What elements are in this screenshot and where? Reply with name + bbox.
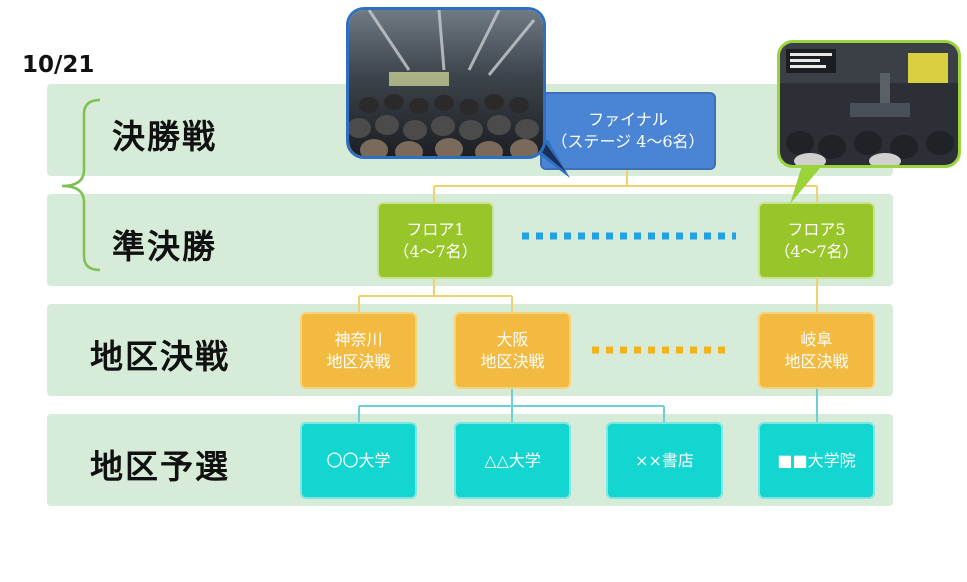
regional-to-prelim-lines <box>358 389 818 422</box>
prelim-box-2: △△大学 <box>454 422 571 499</box>
semi-box-floor1: フロア1 （4〜7名） <box>377 202 494 279</box>
prelim-box-4: ■■大学院 <box>758 422 875 499</box>
prelim-box-1: 〇〇大学 <box>300 422 417 499</box>
brace <box>61 98 101 272</box>
regional-box-gifu: 岐阜 地区決戦 <box>758 312 875 389</box>
regional-box-kanagawa: 神奈川 地区決戦 <box>300 312 417 389</box>
floor-presentation-image <box>780 43 958 165</box>
semi-box-floor5: フロア5 （4〜7名） <box>758 202 875 279</box>
callout-photo-stage <box>346 7 546 159</box>
stage-audience-image <box>349 10 543 156</box>
level-label-semi: 準決勝 <box>112 227 217 266</box>
level-label-regional: 地区決戦 <box>90 337 230 376</box>
prelim-box-3: ××書店 <box>606 422 723 499</box>
date-label: 10/21 <box>22 52 95 78</box>
level-label-final: 決勝戦 <box>112 117 217 156</box>
regional-box-osaka: 大阪 地区決戦 <box>454 312 571 389</box>
semi-to-regional-lines <box>358 279 818 312</box>
callout-photo-floor <box>777 40 961 168</box>
level-label-prelim: 地区予選 <box>90 447 230 486</box>
final-to-semi-lines <box>433 170 818 202</box>
final-box: ファイナル （ステージ 4〜6名） <box>540 92 716 170</box>
